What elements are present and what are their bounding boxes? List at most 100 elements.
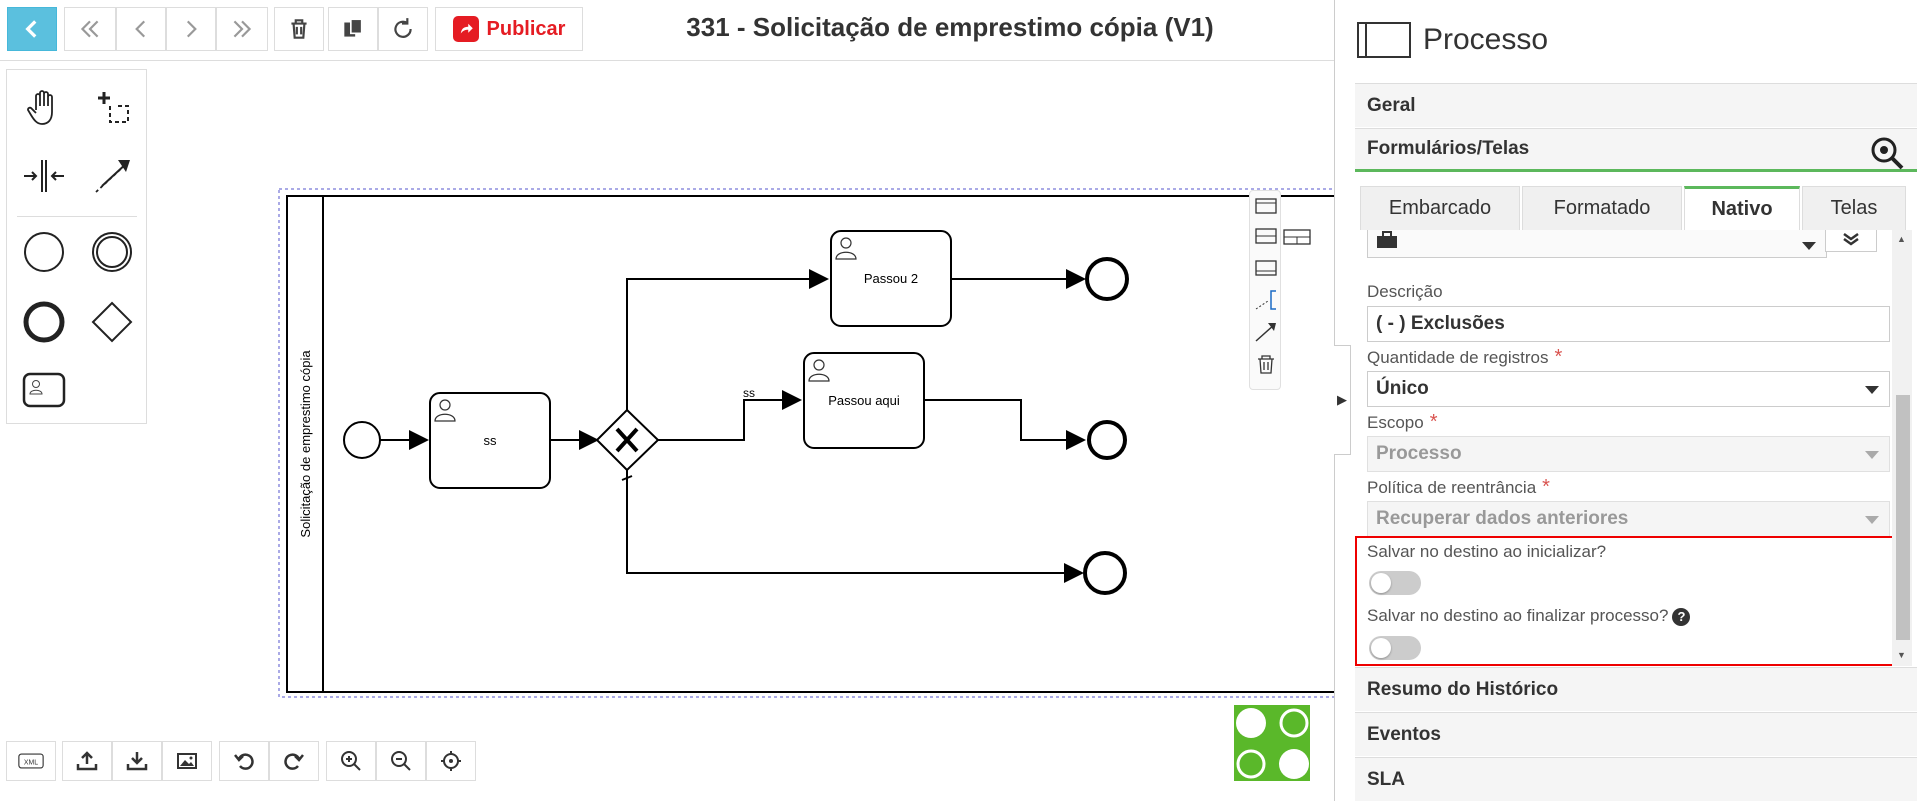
back-button[interactable] (7, 7, 57, 51)
user-icon (434, 399, 456, 422)
descricao-label: Descrição (1367, 282, 1443, 301)
politica-select: Recuperar dados anteriores (1367, 501, 1890, 537)
section-label: Formulários/Telas (1367, 138, 1530, 159)
hand-tool[interactable] (18, 82, 70, 134)
section-geral[interactable]: Geral (1355, 83, 1917, 127)
connect-icon[interactable] (1255, 323, 1276, 342)
publish-button[interactable]: Publicar (435, 7, 583, 51)
lane-below-icon[interactable] (1255, 260, 1277, 276)
tab-label: Telas (1830, 197, 1878, 219)
double-chevron-left-icon (80, 20, 99, 38)
copy-button[interactable] (328, 7, 378, 51)
task-ss[interactable] (429, 392, 551, 489)
delete-button[interactable] (274, 7, 324, 51)
toggle-knob (1371, 573, 1391, 593)
tab-telas[interactable]: Telas (1802, 186, 1906, 230)
salvar-inicializar-toggle[interactable] (1369, 571, 1421, 595)
panel-title: Processo (1423, 23, 1549, 56)
required-marker: * (1542, 476, 1550, 498)
redo-button[interactable] (269, 741, 319, 781)
undo-icon (234, 753, 254, 770)
help-icon[interactable]: ? (1672, 607, 1691, 626)
end-event[interactable] (1087, 420, 1127, 460)
lasso-tool[interactable] (86, 82, 138, 134)
salvar-finalizar-label: Salvar no destino ao finalizar processo?… (1367, 606, 1691, 626)
download-button[interactable] (112, 741, 162, 781)
crosshair-icon (441, 751, 461, 771)
refresh-icon (394, 18, 412, 38)
copy-icon (344, 18, 363, 37)
section-forms[interactable]: Formulários/Telas (1355, 128, 1917, 172)
first-button[interactable] (64, 7, 116, 51)
expand-button[interactable] (1825, 230, 1877, 252)
task-passou-2[interactable] (830, 230, 952, 327)
politica-label-text: Política de reentrância (1367, 478, 1537, 497)
last-button[interactable] (216, 7, 268, 51)
space-tool[interactable] (18, 150, 70, 202)
politica-value: Recuperar dados anteriores (1376, 508, 1629, 529)
publish-label: Publicar (486, 17, 566, 40)
highlight-box (1355, 536, 1895, 666)
escopo-label: Escopo* (1367, 411, 1438, 434)
task-passou-aqui[interactable] (803, 352, 925, 449)
toggle-knob (1371, 638, 1391, 658)
user-task-tool[interactable] (18, 364, 70, 416)
salvar-finalizar-toggle[interactable] (1369, 636, 1421, 660)
descricao-value: ( - ) Exclusões (1376, 313, 1505, 334)
trash-icon[interactable] (1258, 355, 1274, 374)
descricao-input[interactable]: ( - ) Exclusões (1367, 306, 1890, 342)
refresh-button[interactable] (378, 7, 428, 51)
zoom-in-button[interactable] (326, 741, 376, 781)
logo-icon (1234, 705, 1310, 781)
section-eventos[interactable]: Eventos (1355, 712, 1917, 756)
search-icon[interactable] (1869, 135, 1905, 171)
diagram-canvas[interactable]: Solicitação de emprestimo cópia ss (150, 62, 1334, 801)
start-event[interactable] (343, 421, 381, 459)
end-event-tool[interactable] (18, 296, 70, 348)
share-icon (452, 16, 479, 42)
chevron-left-icon (135, 20, 146, 38)
tab-formatado[interactable]: Formatado (1522, 186, 1682, 230)
connect-tool[interactable] (86, 150, 138, 202)
zoom-out-button[interactable] (376, 741, 426, 781)
exclusive-gateway[interactable] (595, 408, 660, 472)
scrollbar[interactable]: ▲ ▼ (1892, 230, 1912, 666)
undo-button[interactable] (219, 741, 269, 781)
intermediate-event-tool[interactable] (86, 226, 138, 278)
lane-above-icon[interactable] (1255, 198, 1277, 214)
escopo-label-text: Escopo (1367, 413, 1424, 432)
tab-label: Formatado (1553, 197, 1651, 219)
previous-button[interactable] (116, 7, 166, 51)
qtd-select[interactable]: Único (1367, 371, 1890, 407)
xml-button[interactable]: XML (6, 741, 56, 781)
fit-button[interactable] (426, 741, 476, 781)
image-export-button[interactable] (162, 741, 212, 781)
lane-divide-icon[interactable] (1255, 228, 1277, 244)
scrollbar-thumb[interactable] (1896, 395, 1910, 640)
gateway-tool[interactable] (86, 296, 138, 348)
end-event[interactable] (1083, 551, 1127, 595)
briefcase-icon (1377, 230, 1397, 248)
collapse-panel-button[interactable]: ▶ (1334, 345, 1351, 455)
context-pad (1249, 190, 1281, 390)
qtd-label: Quantidade de registros* (1367, 346, 1562, 369)
tab-label: Nativo (1711, 198, 1773, 220)
section-sla[interactable]: SLA (1355, 757, 1917, 801)
redo-icon (284, 753, 304, 770)
scroll-up-icon[interactable]: ▲ (1897, 234, 1906, 244)
section-resumo[interactable]: Resumo do Histórico (1355, 667, 1917, 711)
user-task-icon (22, 372, 66, 408)
lane-split-icon[interactable] (1282, 228, 1312, 248)
next-button[interactable] (166, 7, 216, 51)
form-select[interactable] (1367, 230, 1827, 258)
tab-nativo[interactable]: Nativo (1684, 186, 1800, 230)
annotation-icon[interactable] (1255, 290, 1276, 310)
end-event[interactable] (1085, 257, 1129, 301)
tab-embarcado[interactable]: Embarcado (1360, 186, 1520, 230)
chevron-left-icon (25, 20, 37, 38)
start-event-tool[interactable] (18, 226, 70, 278)
scroll-down-icon[interactable]: ▼ (1897, 650, 1906, 660)
double-circle-icon (92, 232, 132, 272)
upload-button[interactable] (62, 741, 112, 781)
hand-icon (27, 90, 53, 125)
